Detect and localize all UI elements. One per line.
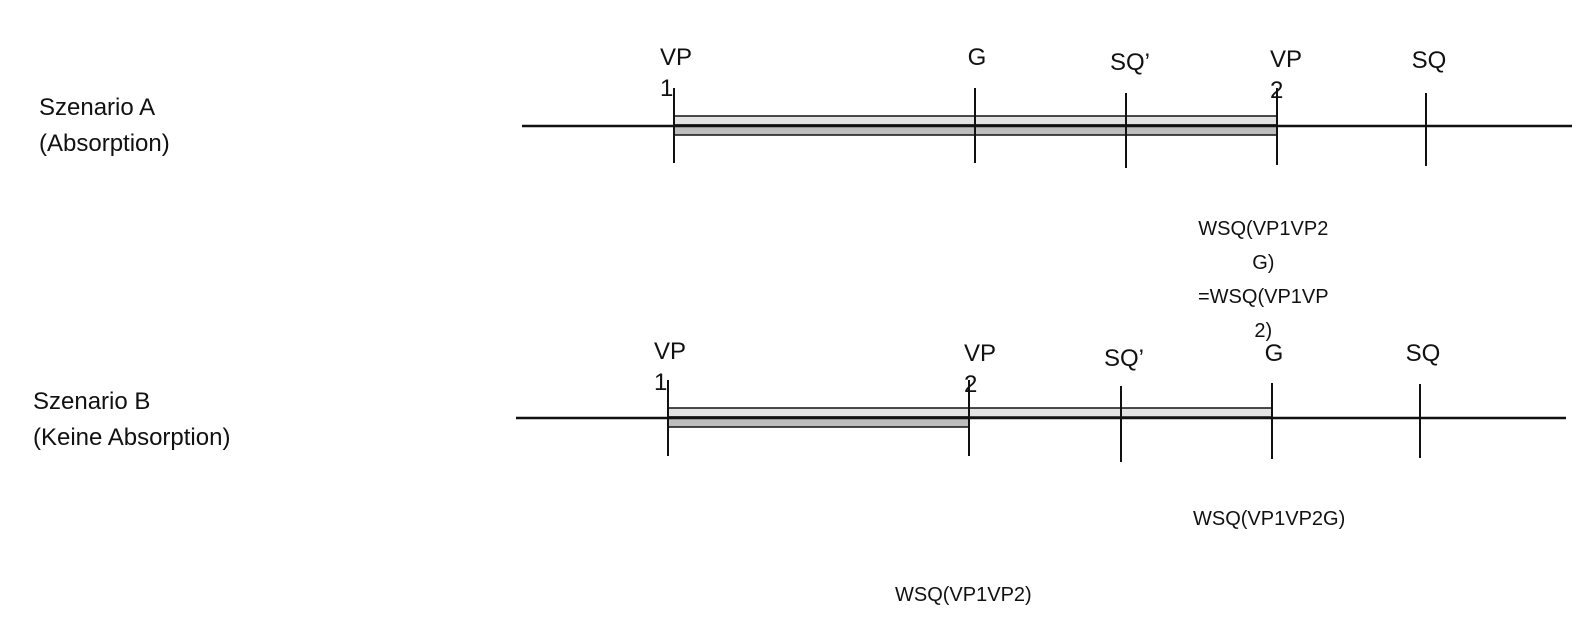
scenario-a-annotation-line1: WSQ(VP1VP2	[1198, 218, 1329, 240]
scenario-a-annotation: WSQ(VP1VP2 G) =WSQ(VP1VP 2)	[1198, 212, 1329, 348]
scenario-a-marker-vp2-sub: 2	[1269, 77, 1284, 104]
scenario-a-marker-sq-main: SQ	[1411, 47, 1447, 74]
scenario-b-marker-g-main: G	[1264, 340, 1284, 367]
scenario-b-label-line1: Szenario B	[33, 388, 151, 415]
scenario-a-timeline	[522, 88, 1572, 168]
scenario-b-marker-vp1-main: VP	[653, 338, 687, 365]
scenario-b-marker-sq-prime-main: SQ’	[1103, 345, 1145, 372]
scenario-b-annotation-lower: WSQ(VP1VP2)	[895, 578, 1032, 612]
scenario-b-annotation-lower-text: WSQ(VP1VP2)	[895, 584, 1032, 606]
scenario-b-marker-vp2-main: VP	[963, 340, 997, 367]
scenario-a-label: Szenario A (Absorption)	[39, 90, 170, 162]
scenario-a-marker-g-main: G	[967, 44, 987, 71]
scenario-b-marker-sq: SQ	[1406, 342, 1441, 366]
scenario-a-annotation-line2: G)	[1252, 252, 1275, 274]
scenario-a-marker-sq-prime: SQ’	[1110, 51, 1150, 75]
scenario-a-marker-sq-prime-main: SQ’	[1109, 49, 1151, 76]
scenario-b-marker-sq-main: SQ	[1405, 340, 1441, 367]
scenario-b-label-line2: (Keine Absorption)	[33, 424, 231, 451]
scenario-b-marker-sq-prime: SQ’	[1104, 347, 1144, 371]
scenario-b-marker-g: G	[1265, 342, 1284, 366]
scenario-a-marker-vp2: VP 2	[1270, 48, 1302, 103]
scenario-b-marker-vp2-sub: 2	[963, 371, 978, 398]
scenario-a-annotation-line4: 2)	[1254, 320, 1273, 342]
scenario-a-marker-vp2-main: VP	[1269, 46, 1303, 73]
scenario-a-annotation-line3: =WSQ(VP1VP	[1198, 286, 1329, 308]
scenario-b-annotation-upper-text: WSQ(VP1VP2G)	[1193, 508, 1346, 530]
scenario-a-marker-vp1-sub: 1	[659, 75, 674, 102]
scenario-a-marker-vp1-main: VP	[659, 44, 693, 71]
scenario-b-marker-vp1-sub: 1	[653, 369, 668, 396]
scenario-b-annotation-upper: WSQ(VP1VP2G)	[1193, 502, 1345, 536]
scenario-b-marker-vp1: VP 1	[654, 340, 686, 395]
scenario-a-label-line2: (Absorption)	[39, 130, 170, 157]
scenario-a-marker-g: G	[968, 46, 987, 70]
scenario-a-marker-sq: SQ	[1412, 49, 1447, 73]
scenario-b-timeline	[516, 380, 1566, 462]
scenario-b-marker-vp2: VP 2	[964, 342, 996, 397]
scenario-a-marker-vp1: VP 1	[660, 46, 692, 101]
scenario-b-label: Szenario B (Keine Absorption)	[33, 384, 230, 456]
scenario-a-label-line1: Szenario A	[39, 94, 156, 121]
